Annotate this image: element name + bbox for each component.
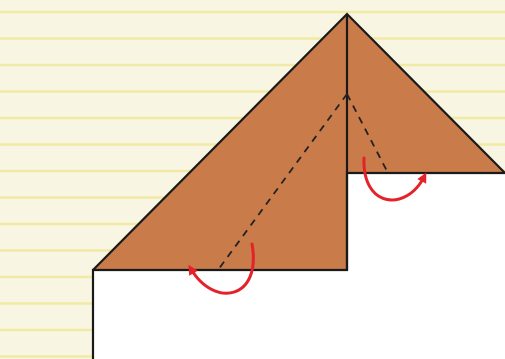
fold-lines — [217, 93, 389, 271]
fold-line-left — [217, 93, 348, 271]
shape-outlines — [91, 12, 505, 359]
triangular-flap — [93, 14, 505, 270]
curved-arrow-icon — [188, 242, 255, 295]
card-step-outline — [91, 171, 505, 359]
white-card — [93, 173, 505, 359]
curved-arrow-icon — [362, 156, 427, 202]
fold-line-right — [346, 93, 389, 174]
fold-arrows — [188, 156, 427, 295]
